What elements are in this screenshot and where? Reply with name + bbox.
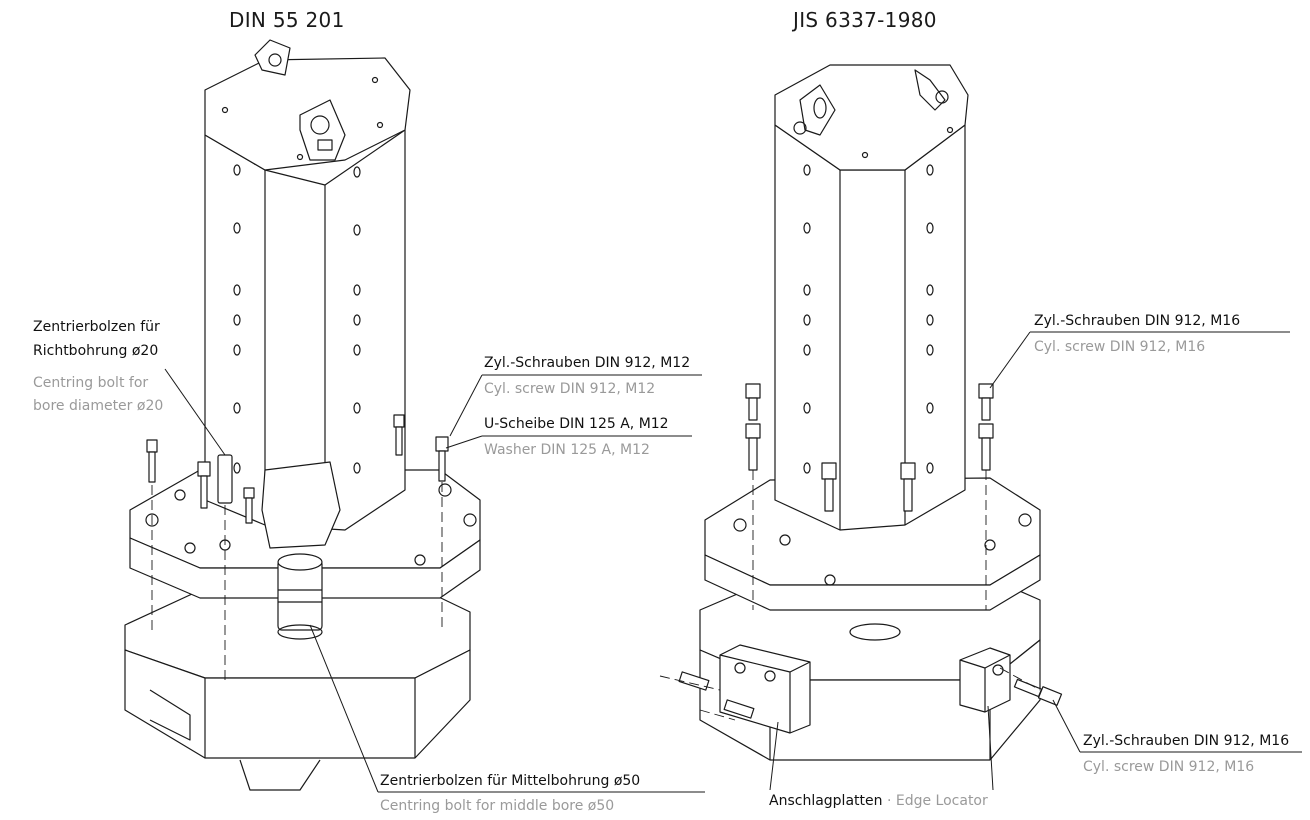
- label-centring-bolt-richt-en-line1: Centring bolt for: [33, 375, 149, 391]
- label-washer-m12-de: U-Scheibe DIN 125 A, M12: [484, 416, 669, 432]
- left-top-plate: [204, 39, 411, 171]
- label-washer-m12-en: Washer DIN 125 A, M12: [484, 442, 650, 458]
- right-bolts: [745, 383, 994, 512]
- label-screw-m16-top-en: Cyl. screw DIN 912, M16: [1034, 339, 1206, 355]
- label-centring-bolt-richt-de-line2: Richtbohrung ø20: [33, 343, 159, 359]
- left-bolts: [146, 414, 449, 524]
- label-edge-locator: Anschlagplatten · Edge Locator: [769, 792, 988, 811]
- left-axis-lines: [151, 482, 443, 680]
- label-centring-bolt-richt-en-line2: bore diameter ø20: [33, 398, 164, 414]
- label-centring-bolt-middle-en: Centring bolt for middle bore ø50: [380, 798, 615, 814]
- label-centring-bolt-richt-de-line1: Zentrierbolzen für: [33, 319, 160, 335]
- right-standard-title: JIS 6337-1980: [793, 8, 937, 32]
- label-screw-m16-top-de: Zyl.-Schrauben DIN 912, M16: [1034, 313, 1241, 329]
- label-screw-m12-en: Cyl. screw DIN 912, M12: [484, 381, 656, 397]
- left-standard-title: DIN 55 201: [229, 8, 345, 32]
- right-axis-lines: [659, 470, 1041, 721]
- label-centring-bolt-middle-de: Zentrierbolzen für Mittelbohrung ø50: [380, 773, 641, 789]
- right-edge-locators: [678, 644, 1063, 734]
- label-screw-m16-bottom-en: Cyl. screw DIN 912, M16: [1083, 759, 1255, 775]
- label-edge-locator-de: Anschlagplatten: [769, 793, 883, 809]
- label-screw-m12-de: Zyl.-Schrauben DIN 912, M12: [484, 355, 691, 371]
- right-top-plate: [774, 64, 969, 171]
- label-edge-locator-separator: ·: [882, 793, 896, 809]
- label-screw-m16-bottom-de: Zyl.-Schrauben DIN 912, M16: [1083, 733, 1290, 749]
- leader-lines: [164, 331, 1302, 793]
- right-column: [774, 94, 966, 531]
- label-edge-locator-en: Edge Locator: [895, 793, 988, 809]
- left-base-plate: [124, 587, 471, 791]
- left-assembly: [124, 39, 481, 791]
- right-column-holes: [803, 164, 934, 474]
- left-centring-bolt-cutaway: [261, 461, 341, 640]
- left-column-holes: [233, 164, 361, 474]
- right-assembly: [659, 64, 1063, 761]
